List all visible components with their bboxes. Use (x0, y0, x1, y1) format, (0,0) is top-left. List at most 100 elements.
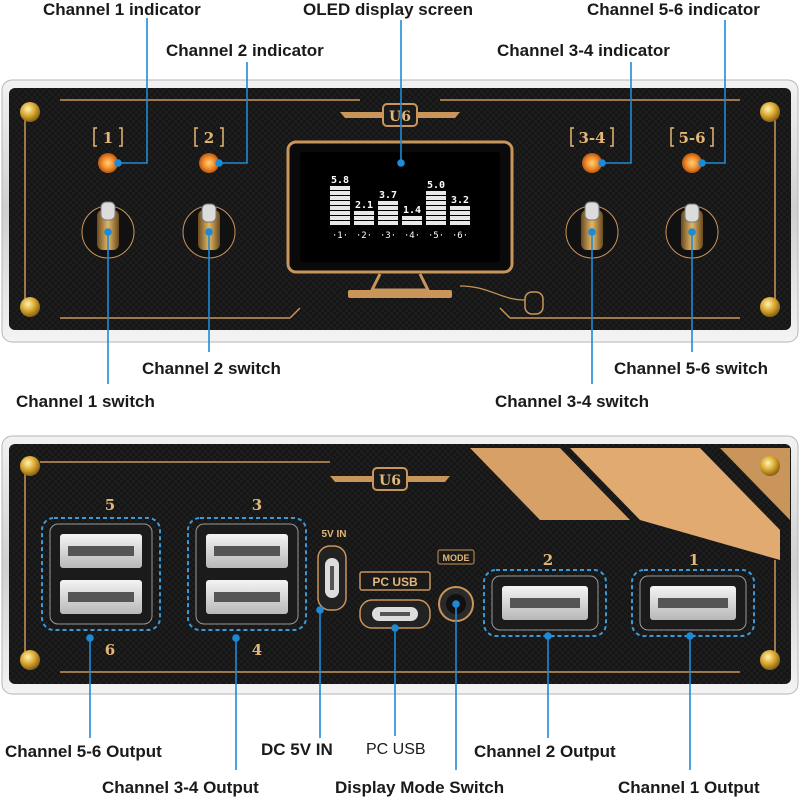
logo-text: U6 (389, 109, 411, 125)
mode-button-label: MODE (443, 553, 470, 563)
logo-text-rear: U6 (379, 473, 401, 489)
port-tag-4: 4 (252, 641, 262, 659)
oled-bar-segment (426, 196, 446, 200)
channel-3-4-indicator-led (582, 153, 602, 173)
oled-bar-graph: 5.8·1·2.1·2·3.7·3·1.4·4·5.0·5·3.2·6· (330, 175, 470, 241)
callout-channel-2-output: Channel 2 Output (474, 742, 616, 761)
oled-bar-segment (330, 211, 350, 215)
port-tag-3: 3 (252, 496, 262, 514)
screw-icon (760, 297, 780, 317)
port-tag-5: 5 (105, 496, 115, 514)
channel-tag-2: 2 (204, 129, 214, 147)
oled-bar-segment (450, 216, 470, 220)
callout-channel-2-indicator: Channel 2 indicator (166, 41, 324, 60)
pc-usb-port-label: PC USB (372, 575, 418, 589)
oled-axis-label: ·5· (428, 231, 444, 241)
oled-bar-segment (378, 216, 398, 220)
callout-channel-1-output: Channel 1 Output (618, 778, 760, 797)
screw-icon (760, 650, 780, 670)
oled-bar-segment (450, 221, 470, 225)
oled-value-label: 2.1 (355, 200, 373, 211)
pc-usb-c-port[interactable] (359, 599, 431, 629)
oled-bar-segment (426, 221, 446, 225)
screw-icon (760, 456, 780, 476)
oled-bar-segment (330, 206, 350, 210)
oled-bar-segment (426, 191, 446, 195)
usb-port-stack-5-6[interactable] (41, 517, 161, 631)
oled-bar-segment (378, 221, 398, 225)
callout-channel-1-indicator: Channel 1 indicator (43, 0, 201, 19)
screw-icon (760, 102, 780, 122)
oled-bar-segment (354, 216, 374, 220)
callout-channel-3-4-output: Channel 3-4 Output (102, 778, 259, 797)
callout-channel-5-6-indicator: Channel 5-6 indicator (587, 0, 760, 19)
oled-bar-segment (450, 211, 470, 215)
callout-channel-1-switch: Channel 1 switch (16, 392, 155, 411)
callout-channel-3-4-switch: Channel 3-4 switch (495, 392, 649, 411)
leader-lines (86, 18, 726, 770)
callout-channel-3-4-indicator: Channel 3-4 indicator (497, 41, 670, 60)
oled-axis-label: ·6· (452, 231, 468, 241)
callout-channel-2-switch: Channel 2 switch (142, 359, 281, 378)
oled-bar-segment (426, 206, 446, 210)
rear-panel: U6 5 6 3 4 2 1 5V IN (1, 435, 799, 695)
oled-axis-label: ·4· (404, 231, 420, 241)
oled-value-label: 3.7 (379, 190, 397, 201)
usb-port-stack-3-4[interactable] (187, 517, 307, 631)
oled-value-label: 1.4 (403, 205, 421, 216)
oled-axis-label: ·2· (356, 231, 372, 241)
oled-bar-segment (426, 216, 446, 220)
screw-icon (20, 650, 40, 670)
dc-port-label: 5V IN (321, 529, 346, 540)
oled-bar-segment (378, 201, 398, 205)
oled-bar-segment (354, 221, 374, 225)
channel-5-6-indicator-led (682, 153, 702, 173)
channel-tag-3-4: 3-4 (578, 129, 605, 147)
usb-port-channel-2[interactable] (483, 569, 607, 637)
callout-pc-usb: PC USB (366, 741, 426, 758)
oled-axis-label: ·3· (380, 231, 396, 241)
mode-label-plate: MODE (437, 549, 475, 565)
port-tag-1: 1 (689, 551, 699, 569)
oled-bar-segment (378, 206, 398, 210)
pc-usb-label-plate: PC USB (359, 571, 431, 591)
oled-bar-segment (330, 196, 350, 200)
callout-channel-5-6-switch: Channel 5-6 switch (614, 359, 768, 378)
oled-value-label: 5.0 (427, 180, 445, 191)
port-tag-6: 6 (105, 641, 115, 659)
brand-logo-rear: U6 (330, 467, 450, 491)
oled-bar-segment (426, 201, 446, 205)
mouse-icon (524, 291, 544, 315)
oled-bar-segment (402, 221, 422, 225)
callout-oled-display-screen: OLED display screen (303, 0, 474, 19)
brand-logo: U6 (340, 103, 460, 127)
callout-channel-5-6-output: Channel 5-6 Output (5, 742, 162, 761)
oled-bar-segment (378, 211, 398, 215)
callout-dc-5v-in: DC 5V IN (261, 740, 333, 759)
channel-tag-5-6: 5-6 (678, 129, 705, 147)
port-tag-2: 2 (543, 551, 553, 569)
oled-bar-segment (450, 206, 470, 210)
usb-port-channel-1[interactable] (631, 569, 755, 637)
channel-2-indicator-led (199, 153, 219, 173)
front-panel: U6 1 2 3-4 5-6 (1, 79, 799, 343)
screw-icon (20, 102, 40, 122)
oled-value-label: 3.2 (451, 195, 469, 206)
oled-display: 5.8·1·2.1·2·3.7·3·1.4·4·5.0·5·3.2·6· (286, 140, 544, 315)
oled-value-label: 5.8 (331, 175, 349, 186)
channel-1-indicator-led (98, 153, 118, 173)
oled-bar-segment (402, 216, 422, 220)
callout-display-mode-switch: Display Mode Switch (335, 778, 505, 797)
oled-bar-segment (354, 211, 374, 215)
oled-bar-segment (330, 191, 350, 195)
oled-bar-segment (426, 211, 446, 215)
oled-bar-segment (330, 221, 350, 225)
screw-icon (20, 456, 40, 476)
oled-bar-segment (330, 201, 350, 205)
channel-tag-1: 1 (103, 129, 113, 147)
dc-5v-usb-c-port[interactable] (317, 545, 347, 611)
oled-bar-segment (330, 216, 350, 220)
oled-bar-segment (330, 186, 350, 190)
screw-icon (20, 297, 40, 317)
